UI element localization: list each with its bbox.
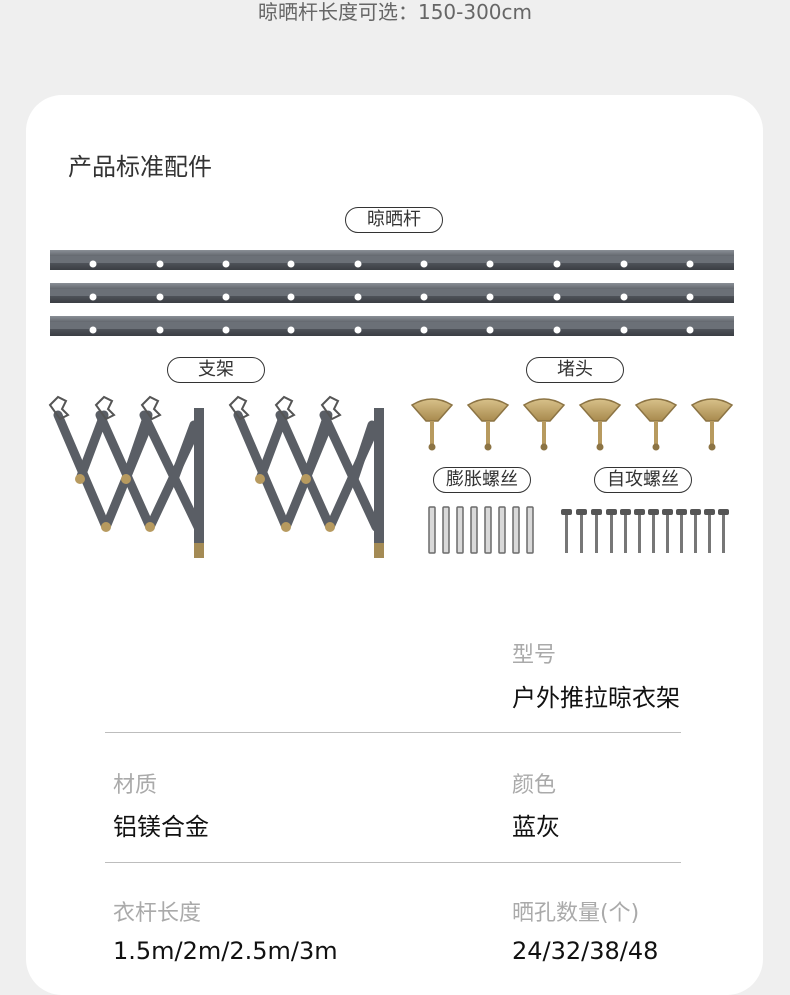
accessories-card: 产品标准配件	[26, 95, 763, 995]
rod-2	[50, 283, 734, 303]
end-cap-1	[410, 398, 454, 451]
tapping-screws	[561, 509, 729, 553]
end-cap-label: 堵头	[526, 357, 624, 383]
rod-1	[50, 250, 734, 270]
length-value: 1.5m/2m/2.5m/3m	[113, 937, 338, 965]
divider-1	[105, 732, 681, 733]
accessories-illustration	[48, 250, 734, 558]
end-cap-3	[522, 398, 566, 451]
end-cap-4	[578, 398, 622, 451]
bracket-label: 支架	[167, 357, 265, 383]
tapping-screw-label: 自攻螺丝	[594, 467, 692, 493]
material-label: 材质	[113, 773, 158, 798]
end-cap-2	[466, 398, 510, 451]
model-value: 户外推拉晾衣架	[512, 684, 680, 712]
end-caps	[410, 398, 734, 451]
expansion-screw-label: 膨胀螺丝	[433, 467, 531, 493]
model-label: 型号	[512, 643, 557, 668]
end-cap-6	[690, 398, 734, 451]
color-label: 颜色	[512, 773, 557, 798]
section-title: 产品标准配件	[68, 153, 212, 181]
expansion-screws	[428, 506, 534, 554]
divider-2	[105, 862, 681, 863]
top-caption: 晾晒杆长度可选：150-300cm	[257, 0, 533, 24]
length-label: 衣杆长度	[113, 901, 202, 926]
holes-value: 24/32/38/48	[512, 937, 659, 965]
end-cap-5	[634, 398, 678, 451]
holes-label: 晒孔数量(个)	[512, 901, 640, 926]
rod-3	[50, 316, 734, 336]
bracket-1	[48, 395, 204, 558]
rod-label: 晾晒杆	[345, 207, 443, 233]
bracket-2	[228, 395, 384, 558]
material-value: 铝镁合金	[113, 813, 209, 841]
color-value: 蓝灰	[512, 813, 560, 841]
